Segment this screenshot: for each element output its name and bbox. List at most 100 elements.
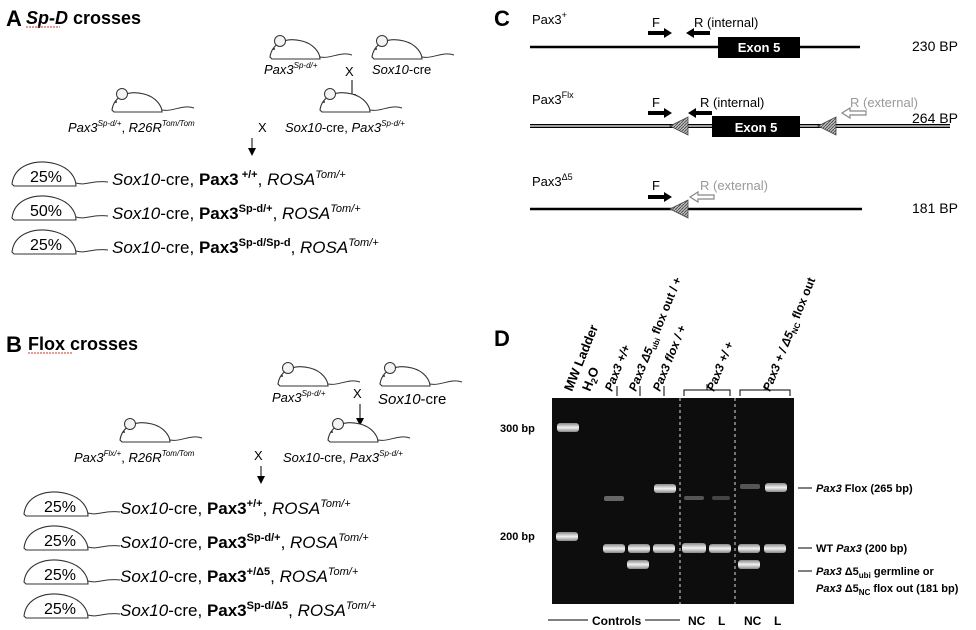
mouse-icon [111,87,195,113]
gel-band [682,543,706,553]
exon-box [712,116,800,137]
allele-label-flx: Pax3Flx [532,90,574,107]
band-label-del-nc: Pax3 Δ5NC flox out (181 bp) [816,583,959,597]
b-cross-x2: X [254,448,263,463]
gel-band [712,496,730,500]
offspring-genotype: Sox10-cre, Pax3Sp-d/Δ5, ROSATom/+ [120,600,377,620]
b-offspring-row: 25% Sox10-cre, Pax3+/+, ROSATom/+ [23,491,351,518]
primer-f-label: F [652,15,660,30]
offspring-genotype: Sox10-cre, Pax3+/Δ5, ROSATom/+ [120,566,359,586]
mouse-icon [319,87,403,113]
mouse-icon [371,34,455,60]
offspring-percent: 25% [44,567,76,584]
gel-band [738,560,760,569]
loxp-site-icon [669,116,689,136]
mouse-icon [379,361,463,387]
lane-l-label: L [718,614,725,628]
band-label-flox: Pax3 Flox (265 bp) [816,483,913,495]
gel-band [653,544,675,553]
arrow-head [356,418,364,426]
gel-band [556,532,578,541]
exon-label: Exon 5 [738,40,781,55]
primer-f-arrow [648,192,672,202]
gel-band [654,484,676,493]
lane-label-del-nc: Pax3 + / Δ5NC flox out [760,275,820,394]
primer-r-arrow [688,108,712,118]
b-offspring-row: 25% Sox10-cre, Pax3Sp-d/+, ROSATom/+ [23,525,369,552]
mouse-icon [269,34,353,60]
panel-a: A Sp-D crosses Pax3Sp-d/+ X Sox10-cre Pa… [6,6,455,257]
mouse-icon [327,417,411,443]
b-parent-pax3: Pax3Sp-d/+ [272,389,326,405]
lane-nc-label: NC [688,614,706,628]
lane-label-wt-nc-l: Pax3 +/ + [704,340,736,394]
allele-label-del: Pax3Δ5 [532,172,573,189]
primer-f-label: F [652,95,660,110]
gel-band [557,423,579,432]
band-label-del-ubi: Pax3 Δ5ubi germline or [816,566,934,580]
offspring-genotype: Sox10-cre, Pax3+/+, ROSATom/+ [120,498,351,518]
a-parent-pax3-r26r: Pax3Sp-d/+, R26RTom/Tom [68,119,195,135]
offspring-genotype: Sox10-cre, Pax3 +/+, ROSATom/+ [112,169,346,189]
exon-box [718,37,800,58]
primer-r-label: R (internal) [700,95,764,110]
b-parent-pax3-r26r: Pax3Flx/+, R26RTom/Tom [74,449,195,465]
panel-b: B Flox crosses Pax3Sp-d/+ X Sox10-cre Pa… [6,332,463,620]
primer-rext-label: R (external) [850,95,918,110]
offspring-genotype: Sox10-cre, Pax3Sp-d/+, ROSATom/+ [112,203,361,223]
lane-nc-label: NC [744,614,762,628]
gel-band [709,544,731,553]
offspring-percent: 25% [30,237,62,254]
controls-label: Controls [592,614,642,628]
offspring-genotype: Sox10-cre, Pax3Sp-d/+, ROSATom/+ [120,532,369,552]
offspring-percent: 50% [30,203,62,220]
b-offspring-row: 25% Sox10-cre, Pax3Sp-d/Δ5, ROSATom/+ [23,593,377,620]
lane-bracket [683,384,731,396]
gel-band [764,544,786,553]
mouse-icon [277,361,361,387]
loxp-site-icon [669,199,689,219]
primer-rext-label: R (external) [700,178,768,193]
primer-r-arrow [686,28,710,38]
panel-d: D MW Ladder H2O Pax3 +/+ Pax3 Δ5ubi flox… [494,275,959,628]
primer-rext-arrow [688,190,715,204]
a-offspring-row: 25% Sox10-cre, Pax3 +/+, ROSATom/+ [11,161,346,189]
allele-label-wt: Pax3+ [532,10,567,27]
gel-band [684,496,704,500]
offspring-genotype: Sox10-cre, Pax3Sp-d/Sp-d, ROSATom/+ [112,237,379,257]
gel-band [627,560,649,569]
lane-l-label: L [774,614,781,628]
b-offspring-row: 25% Sox10-cre, Pax3+/Δ5, ROSATom/+ [23,559,359,586]
product-size: 230 BP [912,38,958,54]
b-parent-sox10-pax3: Sox10-cre, Pax3Sp-d/+ [283,449,403,465]
panel-d-letter: D [494,326,510,351]
b-parent-sox10: Sox10-cre [378,391,446,408]
product-size: 181 BP [912,200,958,216]
a-cross-x1: X [345,64,354,79]
primer-f-label: F [652,178,660,193]
gel-band [603,544,625,553]
lane-bracket [739,384,791,396]
a-offspring-row: 50% Sox10-cre, Pax3Sp-d/+, ROSATom/+ [11,195,361,223]
b-cross-x1: X [353,386,362,401]
gel-band [604,496,624,501]
a-parent-sox10-pax3: Sox10-cre, Pax3Sp-d/+ [285,119,405,135]
arrow-head [248,148,256,156]
exon-label: Exon 5 [735,120,778,135]
primer-rext-arrow [840,106,867,120]
panel-c: C Pax3+ F R (internal) Exon 5 230 BP Pax… [494,6,958,219]
panel-c-letter: C [494,6,510,31]
panel-a-letter: A [6,6,22,31]
band-label-wt: WT Pax3 (200 bp) [816,543,907,555]
panel-b-letter: B [6,332,22,357]
gel-image [552,398,794,604]
product-size: 264 BP [912,110,958,126]
primer-f-arrow [648,28,672,38]
loxp-site-icon [817,116,837,136]
a-parent-pax3: Pax3Sp-d/+ [264,61,318,77]
panel-a-title: Sp-D crosses [26,8,141,28]
gel-band [740,484,760,489]
offspring-percent: 25% [30,169,62,186]
marker-300bp: 300 bp [500,423,535,435]
